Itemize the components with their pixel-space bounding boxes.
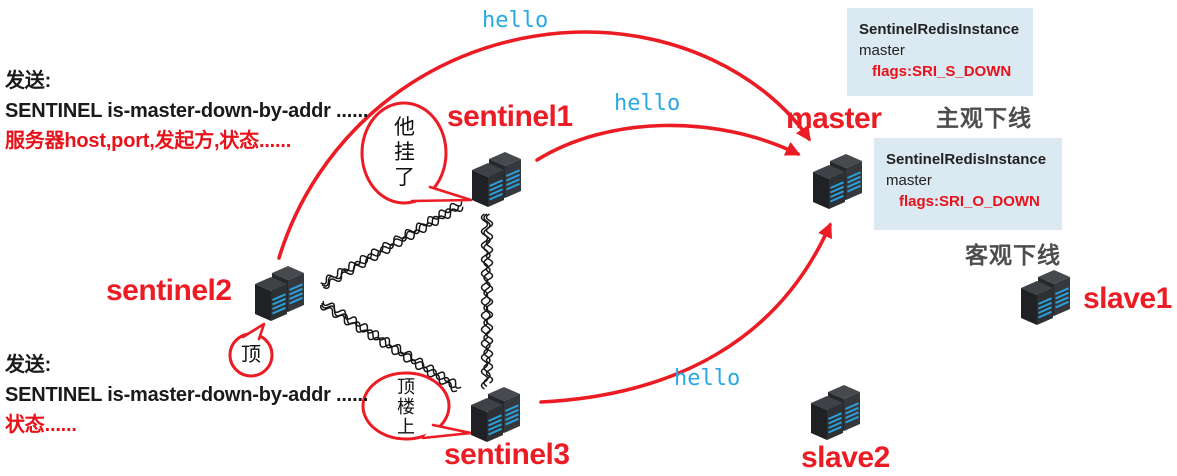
node-label-sentinel1: sentinel1 xyxy=(447,100,573,133)
status-box-objective-instance: master xyxy=(886,172,932,189)
node-label-sentinel3: sentinel3 xyxy=(444,438,570,471)
status-box-subjective-instance: master xyxy=(859,42,905,59)
hello-label-bottom: hello xyxy=(674,366,741,391)
speech-bubble-sentinel1-text: 他挂了 xyxy=(394,116,415,189)
status-box-subjective: SentinelRedisInstance master flags:SRI_S… xyxy=(847,8,1033,96)
status-box-objective-flags: flags:SRI_O_DOWN xyxy=(899,193,1040,210)
annotation1-command: SENTINEL is-master-down-by-addr ...... xyxy=(5,100,369,122)
status-box-objective: SentinelRedisInstance master flags:SRI_O… xyxy=(874,138,1062,230)
speech-bubble-sentinel2-text: 顶 xyxy=(241,344,261,366)
caption-subjective-down: 主观下线 xyxy=(936,105,1032,131)
annotation2-title: 发送: xyxy=(5,354,52,376)
speech-bubble-sentinel3-shape xyxy=(361,371,473,441)
annotation1-title: 发送: xyxy=(5,70,52,92)
annotation-block-1: 发送: SENTINEL is-master-down-by-addr ....… xyxy=(5,66,368,156)
hello-label-top: hello xyxy=(482,8,549,33)
server-icon-sentinel2 xyxy=(245,260,313,328)
hello-label-middle: hello xyxy=(614,91,681,116)
annotation1-detail: 服务器host,port,发起方,状态...... xyxy=(5,130,292,152)
speech-bubble-sentinel3-text: 顶楼上 xyxy=(397,377,415,437)
status-box-subjective-flags: flags:SRI_S_DOWN xyxy=(872,63,1012,80)
arc-sentinel1-to-master xyxy=(535,123,801,162)
speech-bubble-sentinel1-shape xyxy=(360,101,473,205)
server-icon-sentinel1 xyxy=(462,146,530,214)
arc-sentinel3-to-master xyxy=(539,222,832,404)
caption-objective-down: 客观下线 xyxy=(965,242,1061,268)
node-label-slave1: slave1 xyxy=(1083,282,1172,315)
sentinel-mesh-scribbles xyxy=(319,201,494,393)
arc-sentinel2-to-master xyxy=(277,30,811,260)
speech-bubble-sentinel2-shape xyxy=(228,322,274,378)
annotation2-detail: 状态...... xyxy=(5,414,77,436)
node-label-master: master xyxy=(786,102,882,135)
status-box-objective-title: SentinelRedisInstance xyxy=(886,151,1047,168)
node-label-sentinel2: sentinel2 xyxy=(106,274,232,307)
status-box-subjective-title: SentinelRedisInstance xyxy=(859,21,1020,38)
annotation-block-2: 发送: SENTINEL is-master-down-by-addr ....… xyxy=(5,350,368,440)
server-icon-slave1 xyxy=(1011,264,1079,332)
node-label-slave2: slave2 xyxy=(801,441,890,474)
server-icon-master xyxy=(803,148,871,216)
server-icon-slave2 xyxy=(801,379,869,447)
annotation2-command: SENTINEL is-master-down-by-addr ...... xyxy=(5,384,369,406)
